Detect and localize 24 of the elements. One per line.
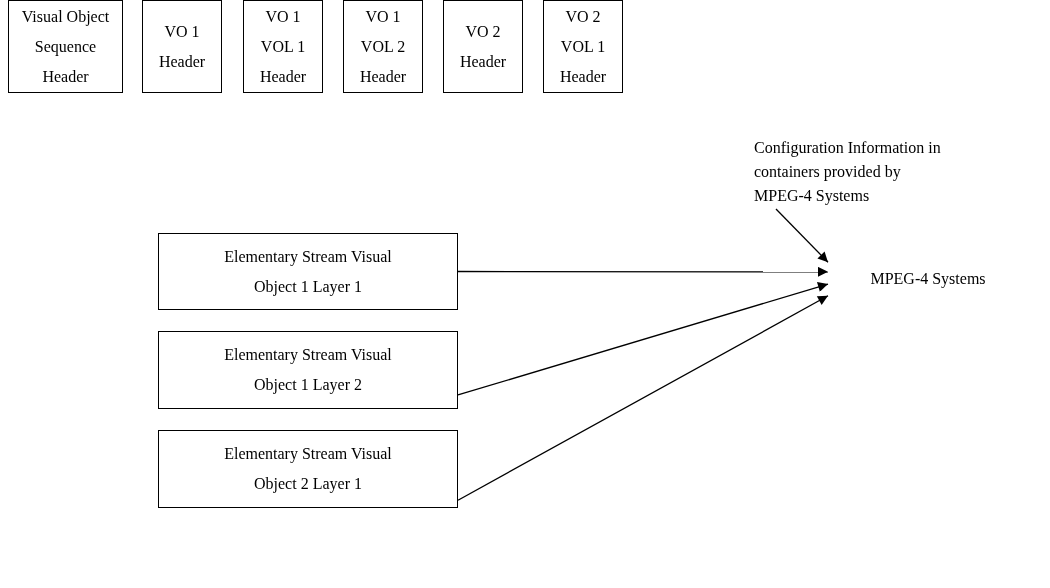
process-box [158,430,458,508]
process-box [243,0,323,93]
arrow [457,282,829,396]
box-label: Visual Object Sequence Header [20,6,111,87]
arrow [457,295,829,501]
box-label: VO 2 Header [458,21,508,72]
note-text: Configuration Information in containers provided by MPEG-4 Systems [752,135,952,209]
process-box [343,0,423,93]
target-label: MPEG-4 Systems [828,258,1028,300]
box-label: VO 2 VOL 1 Header [558,6,608,87]
process-box [8,0,123,93]
arrow [775,208,829,263]
process-box [158,233,458,310]
box-label: VO 1 Header [157,21,207,72]
box-label: VO 1 VOL 2 Header [358,6,408,87]
process-box [158,331,458,409]
process-box [443,0,523,93]
process-box [543,0,623,93]
box-label: VO 1 VOL 1 Header [258,6,308,87]
process-box [142,0,222,93]
box-label: Elementary Stream Visual Object 1 Layer 1 [223,246,393,298]
arrow [457,266,829,277]
box-label: Elementary Stream Visual Object 1 Layer 2 [223,345,393,396]
box-label: Elementary Stream Visual Object 2 Layer 1 [223,444,393,495]
